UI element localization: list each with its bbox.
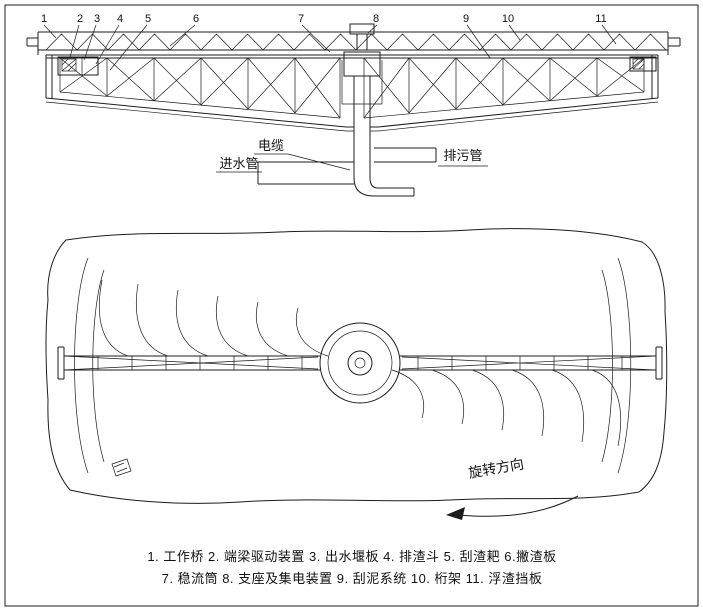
truss-chord-left: [59, 91, 341, 119]
bridge-right-bracket: [668, 37, 681, 47]
feedwell-cylinder: [341, 60, 383, 105]
callout-5: 5: [145, 13, 151, 25]
centre-bearing-housing: [343, 51, 381, 77]
rotation-arrow-head: [446, 507, 465, 520]
truss-diagonals-right: [363, 57, 645, 119]
cable-leader: [254, 153, 351, 171]
wall-fitting-hatch-lines: [113, 462, 128, 473]
callout-8: 8: [373, 13, 379, 25]
arm-end-cap-left: [57, 346, 65, 380]
centre-pin-circle: [354, 357, 366, 369]
callout-6: 6: [193, 13, 199, 25]
right-end-box: [629, 56, 657, 72]
callout-4: 4: [117, 13, 123, 25]
callout-1: 1: [41, 13, 47, 25]
tank-wall-right: [651, 55, 659, 99]
inlet-pipe: [257, 161, 354, 185]
drain-stub-pipe: [374, 147, 437, 163]
callout-11: 11: [595, 13, 606, 25]
tank-plan-outline: [45, 228, 668, 504]
collector-box: [349, 23, 375, 35]
blades-left: [98, 279, 329, 357]
legend: 1. 工作桥 2. 端梁驱动装置 3. 出水堰板 4. 排渣斗 5. 刮渣耙 6…: [147, 549, 556, 586]
rotation-direction-label: 旋转方向: [467, 455, 525, 480]
tank-wall-arc-right-1: [617, 257, 632, 474]
legend-line-1: 1. 工作桥 2. 端梁驱动装置 3. 出水堰板 4. 排渣斗 5. 刮渣耙 6…: [147, 549, 556, 564]
elevation-view: 进水管 电缆 排污管 1 2 3 4 5 6 7 8 9 10 11: [26, 13, 681, 197]
arm-taper-diagonals: [63, 355, 657, 371]
legend-line-2: 7. 稳流筒 8. 支座及集电装置 9. 刮泥系统 10. 桁架 11. 浮渣挡…: [162, 571, 543, 586]
cable-label: 电缆: [258, 138, 284, 153]
truss-diagonals-left: [59, 57, 341, 119]
plan-view: 旋转方向: [45, 228, 668, 520]
centre-circle-inner: [327, 330, 393, 396]
collector-posts: [356, 34, 368, 50]
drive-motor-hatch-lines: [61, 58, 77, 72]
callout-9: 9: [463, 13, 469, 25]
truss-posts-right: [363, 58, 645, 118]
callout-7: 7: [298, 13, 304, 25]
drain-pipe-label: 排污管: [443, 148, 482, 163]
tank-wall-arc-left-2: [92, 269, 105, 463]
callouts: 1 2 3 4 5 6 7 8 9 10 11: [41, 13, 617, 71]
centre-shaft-circle: [347, 350, 373, 376]
tank-wall-arc-right-2: [601, 269, 613, 463]
bridge-ends: [37, 32, 669, 55]
blades-right: [391, 369, 622, 447]
inlet-pipe-label: 进水管: [219, 156, 258, 171]
right-end-hatch-lines: [632, 58, 645, 70]
callout-leader-lines: [43, 24, 617, 71]
tank-bottom-inner: [45, 101, 659, 132]
wall-fitting-hatched: [111, 458, 132, 477]
outlet-elbow: [353, 177, 415, 197]
centre-circle-outer: [319, 322, 401, 404]
arm-end-cap-right: [655, 346, 663, 380]
callout-2: 2: [77, 13, 83, 25]
callout-10: 10: [502, 13, 514, 25]
callout-3: 3: [94, 13, 100, 25]
bridge-left-bracket: [26, 37, 38, 47]
tank-wall-arc-left-1: [74, 257, 89, 474]
truss-chord-right: [363, 91, 645, 119]
sheet-border: [4, 4, 699, 607]
drive-unit-box: [57, 56, 99, 76]
centre-column: [348, 75, 376, 178]
sawtooth-baffle: [45, 33, 667, 51]
tank-bottom: [45, 97, 659, 128]
rotation-arrow-curve: [457, 495, 579, 517]
tank-wall-left: [45, 55, 53, 99]
arm-chords: [64, 355, 656, 371]
